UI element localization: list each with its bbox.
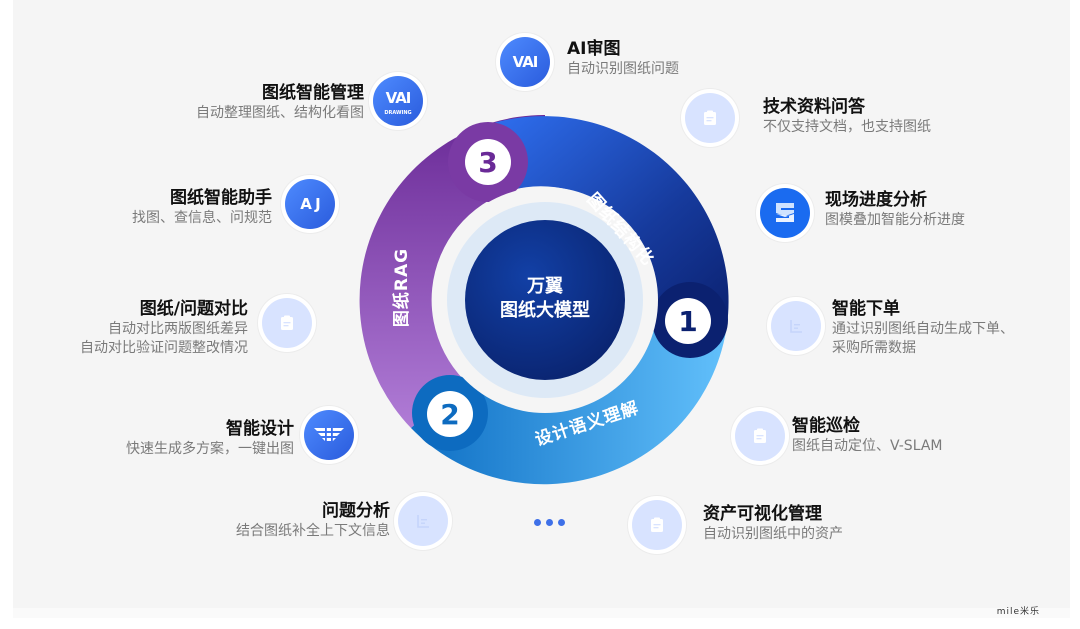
feature-progress-analysis: 现场进度分析 图模叠加智能分析进度 [825, 189, 965, 230]
dot [534, 519, 541, 526]
ring-graphic [359, 114, 729, 485]
center-title-line1: 万翼 [527, 276, 563, 297]
feature-title: 问题分析 [322, 501, 390, 521]
feature-ai-review: AI审图 自动识别图纸问题 [567, 38, 679, 79]
dot [546, 519, 553, 526]
feature-smart-design: 智能设计 快速生成多方案，一键出图 [126, 418, 294, 459]
clipboard-icon [685, 93, 735, 143]
feature-title: 技术资料问答 [763, 97, 865, 117]
ai-review-icon: VAI [500, 37, 550, 87]
center-title-line2: 图纸大模型 [500, 300, 590, 321]
feature-title: 图纸智能管理 [262, 83, 364, 103]
segment-badge-1: 1 [665, 298, 711, 344]
feature-drawing-management: 图纸智能管理 自动整理图纸、结构化看图 [196, 82, 364, 123]
footer-brand-watermark: mile米乐 [996, 607, 1040, 617]
ai-glyph: A J [300, 195, 320, 213]
feature-title: 图纸/问题对比 [139, 299, 248, 319]
feature-title: 图纸智能助手 [170, 188, 272, 208]
feature-desc-line2: 采购所需数据 [832, 340, 916, 356]
feature-title: 现场进度分析 [825, 190, 927, 210]
more-dots-indicator[interactable] [534, 519, 565, 526]
badge-number-1: 1 [678, 304, 698, 338]
clipboard-icon [735, 411, 785, 461]
feature-comparison: 图纸/问题对比 自动对比两版图纸差异 自动对比验证问题整改情况 [80, 298, 248, 358]
layers-s-icon [760, 188, 810, 238]
chart-doc-icon [771, 301, 821, 351]
feature-desc: 自动识别图纸中的资产 [703, 526, 843, 542]
vai-drawing-logo-icon: VAI DRAWING [373, 76, 423, 126]
segment-badge-2: 2 [427, 391, 473, 437]
feature-title: 资产可视化管理 [703, 504, 822, 524]
feature-title: AI审图 [567, 39, 621, 59]
segment-badge-3: 3 [465, 139, 511, 185]
clipboard-icon [632, 500, 682, 550]
feature-desc-line1: 自动对比两版图纸差异 [108, 321, 248, 337]
feature-desc-line1: 通过识别图纸自动生成下单、 [832, 321, 1014, 337]
feature-desc: 自动整理图纸、结构化看图 [196, 105, 364, 121]
center-model-title: 万翼 图纸大模型 [465, 275, 625, 323]
badge-number-2: 2 [440, 397, 460, 431]
feature-issue-analysis: 问题分析 结合图纸补全上下文信息 [236, 500, 390, 541]
feature-title: 智能巡检 [792, 416, 860, 436]
feature-desc: 图模叠加智能分析进度 [825, 212, 965, 228]
clipboard-icon [262, 298, 312, 348]
drawing-subtext: DRAWING [384, 110, 412, 116]
design-wings-icon [304, 410, 354, 460]
feature-title: 智能设计 [226, 419, 294, 439]
feature-desc-line2: 自动对比验证问题整改情况 [80, 340, 248, 356]
feature-title: 智能下单 [832, 299, 900, 319]
feature-desc: 结合图纸补全上下文信息 [236, 523, 390, 539]
dot [558, 519, 565, 526]
feature-smart-order: 智能下单 通过识别图纸自动生成下单、 采购所需数据 [832, 298, 1014, 358]
feature-desc: 找图、查信息、问规范 [132, 210, 272, 226]
feature-smart-inspection: 智能巡检 图纸自动定位、V-SLAM [792, 415, 942, 456]
ai-assistant-icon: A J [285, 179, 335, 229]
feature-desc: 自动识别图纸问题 [567, 61, 679, 77]
feature-desc: 快速生成多方案，一键出图 [126, 441, 294, 457]
vai-logo-icon: VAI [512, 53, 539, 71]
canvas-bottom-strip [13, 608, 1070, 618]
vai-text: VAI [385, 89, 412, 107]
model-ring-diagram [355, 110, 735, 490]
feature-asset-management: 资产可视化管理 自动识别图纸中的资产 [703, 503, 843, 544]
segment-label-rag: 图纸RAG [392, 247, 413, 328]
feature-drawing-assistant: 图纸智能助手 找图、查信息、问规范 [132, 187, 272, 228]
feature-desc: 图纸自动定位、V-SLAM [792, 438, 943, 454]
badge-number-3: 3 [478, 145, 498, 179]
feature-desc: 不仅支持文档，也支持图纸 [763, 119, 931, 135]
feature-tech-qa: 技术资料问答 不仅支持文档，也支持图纸 [763, 96, 931, 137]
chart-doc-icon [398, 496, 448, 546]
